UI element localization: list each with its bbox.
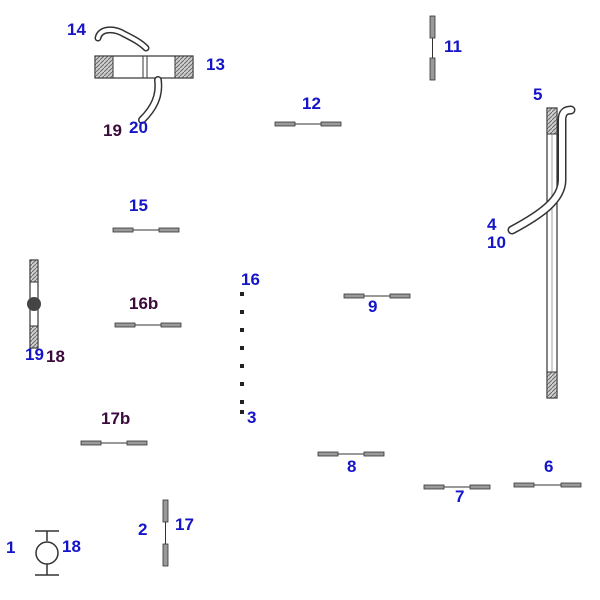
part-4-10-bent-tube	[507, 105, 576, 235]
label-2: 2	[138, 520, 147, 539]
part-7-horizontal-rod	[423, 484, 491, 490]
label-18-left: 18	[46, 347, 65, 366]
part-1-18-connector	[35, 530, 59, 576]
part-16b-horizontal-rod	[114, 322, 182, 328]
part-8-horizontal-rod	[317, 451, 385, 457]
part-20-curved-tube	[138, 76, 163, 124]
label-20: 20	[129, 118, 148, 137]
part-15-horizontal-rod	[112, 227, 180, 233]
label-16b: 16b	[129, 294, 158, 313]
part-6-horizontal-rod	[513, 482, 582, 488]
part-12-horizontal-rod	[274, 121, 342, 127]
label-10: 10	[487, 233, 506, 252]
label-17b: 17b	[101, 409, 130, 428]
label-11: 11	[444, 37, 462, 56]
label-19-left: 19	[25, 345, 44, 364]
label-6: 6	[544, 457, 553, 476]
part-13-frame	[94, 55, 194, 79]
label-17: 17	[175, 515, 194, 534]
label-4: 4	[487, 215, 497, 234]
part-labels: 14 13 19 20 11 12 5 15 4 10 16 16b 9 19 …	[6, 20, 553, 557]
label-9: 9	[368, 297, 377, 316]
label-1: 1	[6, 538, 15, 557]
part-14-curved-tube	[94, 26, 150, 52]
part-5-long-tube	[546, 107, 558, 399]
label-16: 16	[241, 270, 260, 289]
label-5: 5	[533, 85, 542, 104]
part-11-vertical-rod	[429, 15, 436, 81]
label-8: 8	[347, 457, 356, 476]
label-14: 14	[67, 20, 86, 39]
label-3: 3	[247, 408, 256, 427]
label-15: 15	[129, 196, 148, 215]
part-9-horizontal-rod	[343, 293, 411, 299]
label-12: 12	[302, 94, 321, 113]
label-7: 7	[455, 487, 464, 506]
part-16-3-dotted-line	[240, 292, 244, 414]
label-13: 13	[206, 55, 225, 74]
part-18-19-short-tube	[27, 259, 41, 349]
part-2-17-vertical-rod	[162, 499, 169, 567]
part-17b-horizontal-rod	[80, 440, 148, 446]
label-19-top: 19	[103, 121, 122, 140]
label-18-bottom: 18	[62, 537, 81, 556]
